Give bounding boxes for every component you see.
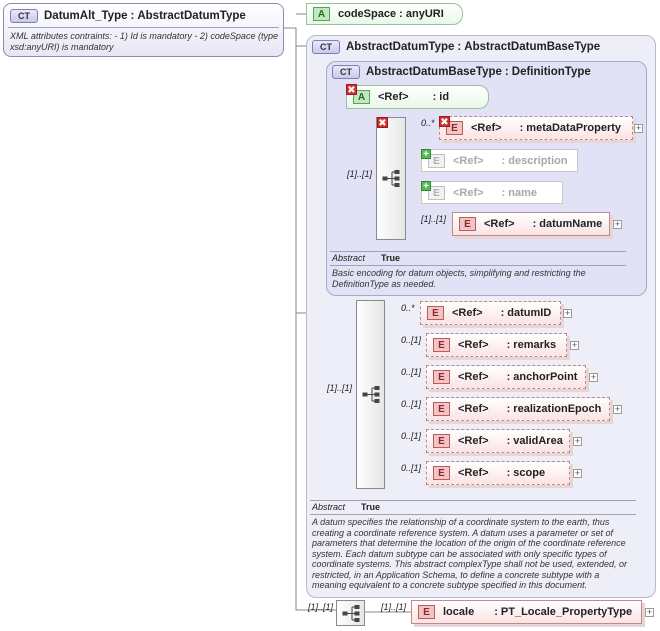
element-locale[interactable]: E locale : PT_Locale_PropertyType (411, 600, 642, 624)
occurrence-label: 0..[1] (401, 335, 422, 345)
attribute-badge: A (313, 7, 330, 21)
element-badge: E (433, 434, 450, 448)
removed-mark-icon: ✖ (439, 116, 450, 128)
element-realizationepoch[interactable]: E <Ref> : realizationEpoch (426, 397, 610, 421)
root-base-type: AbstractDatumType (137, 10, 246, 22)
sequence-icon (382, 170, 400, 187)
complex-type-badge: CT (332, 65, 360, 79)
expand-icon[interactable]: + (573, 436, 582, 446)
occurrence-label: [1]..[1] (381, 602, 407, 612)
element-badge: E (428, 153, 445, 168)
removed-mark-icon: ✖ (377, 117, 388, 129)
base-documentation: Basic encoding for datum objects, simpli… (332, 268, 586, 289)
element-remarks[interactable]: E <Ref> : remarks (426, 333, 567, 357)
datum-documentation: A datum specifies the relationship of a … (312, 517, 627, 590)
expand-icon[interactable]: + (589, 372, 598, 382)
element-badge: E (433, 338, 450, 352)
attribute-badge: A (353, 90, 370, 104)
element-metadataproperty[interactable]: E <Ref> : metaDataProperty (439, 116, 633, 140)
element-scope[interactable]: E <Ref> : scope (426, 461, 570, 485)
expand-icon[interactable]: + (570, 340, 579, 350)
expand-icon[interactable]: + (573, 468, 582, 478)
occurrence-label: 0..[1] (401, 399, 422, 409)
root-type-box[interactable]: CT DatumAlt_Type : AbstractDatumType XML… (3, 3, 284, 57)
cardinality-label: [1]..[1] (347, 169, 373, 179)
id-attribute[interactable]: A <Ref> : id (346, 85, 489, 109)
sequence-icon (342, 605, 360, 622)
element-badge: E (433, 402, 450, 416)
abstract-datum-base-type-name: AbstractDatumBaseType (366, 66, 502, 78)
root-note: XML attributes contraints: - 1) Id is ma… (10, 31, 278, 52)
added-mark-icon: + (421, 149, 431, 160)
cardinality-label: [1]..[1] (308, 602, 334, 612)
sequence-compositor[interactable] (356, 300, 385, 489)
occurrence-label: 0..[1] (401, 431, 422, 441)
added-mark-icon: + (421, 181, 431, 192)
abstract-datum-type-name: AbstractDatumType (346, 41, 455, 53)
element-validarea[interactable]: E <Ref> : validArea (426, 429, 570, 453)
element-anchorpoint[interactable]: E <Ref> : anchorPoint (426, 365, 586, 389)
cardinality-label: [1]..[1] (327, 383, 353, 393)
element-badge: E (459, 217, 476, 231)
abstract-datum-type-base: AbstractDatumBaseType (464, 41, 601, 53)
element-name[interactable]: E <Ref> : name (421, 181, 563, 204)
occurrence-label: 0..[1] (401, 367, 422, 377)
abstract-datum-base-type-base: DefinitionType (511, 66, 591, 78)
expand-icon[interactable]: + (645, 607, 654, 617)
sequence-compositor[interactable] (336, 600, 365, 626)
codespace-attribute[interactable]: A codeSpace : anyURI (306, 3, 463, 25)
expand-icon[interactable]: + (634, 123, 643, 133)
abstract-datum-type-header[interactable]: CT AbstractDatumType : AbstractDatumBase… (312, 40, 600, 54)
element-badge: E (427, 306, 444, 320)
element-badge: E (433, 370, 450, 384)
element-badge: E (433, 466, 450, 480)
element-badge: E (446, 121, 463, 135)
sequence-icon (362, 386, 380, 403)
complex-type-badge: CT (312, 40, 340, 54)
occurrence-label: 0..[1] (401, 463, 422, 473)
sequence-compositor[interactable] (376, 117, 406, 240)
expand-icon[interactable]: + (613, 219, 622, 229)
occurrence-label: 0..* (421, 118, 435, 128)
codespace-label: codeSpace : anyURI (338, 8, 444, 20)
expand-icon[interactable]: + (613, 404, 622, 414)
element-badge: E (418, 605, 435, 619)
id-attribute-name: : id (432, 91, 450, 103)
element-badge: E (428, 185, 445, 200)
abstract-datum-base-type-header[interactable]: CT AbstractDatumBaseType : DefinitionTyp… (332, 65, 591, 79)
root-type-name: DatumAlt_Type (44, 10, 128, 22)
element-description[interactable]: E <Ref> : description (421, 149, 578, 172)
occurrence-label: [1]..[1] (421, 214, 447, 224)
occurrence-label: 0..* (401, 303, 415, 313)
element-datumid[interactable]: E <Ref> : datumID (420, 301, 561, 325)
complex-type-badge: CT (10, 9, 38, 23)
element-datumname[interactable]: E <Ref> : datumName (452, 212, 610, 236)
expand-icon[interactable]: + (563, 308, 572, 318)
removed-mark-icon: ✖ (346, 84, 357, 96)
